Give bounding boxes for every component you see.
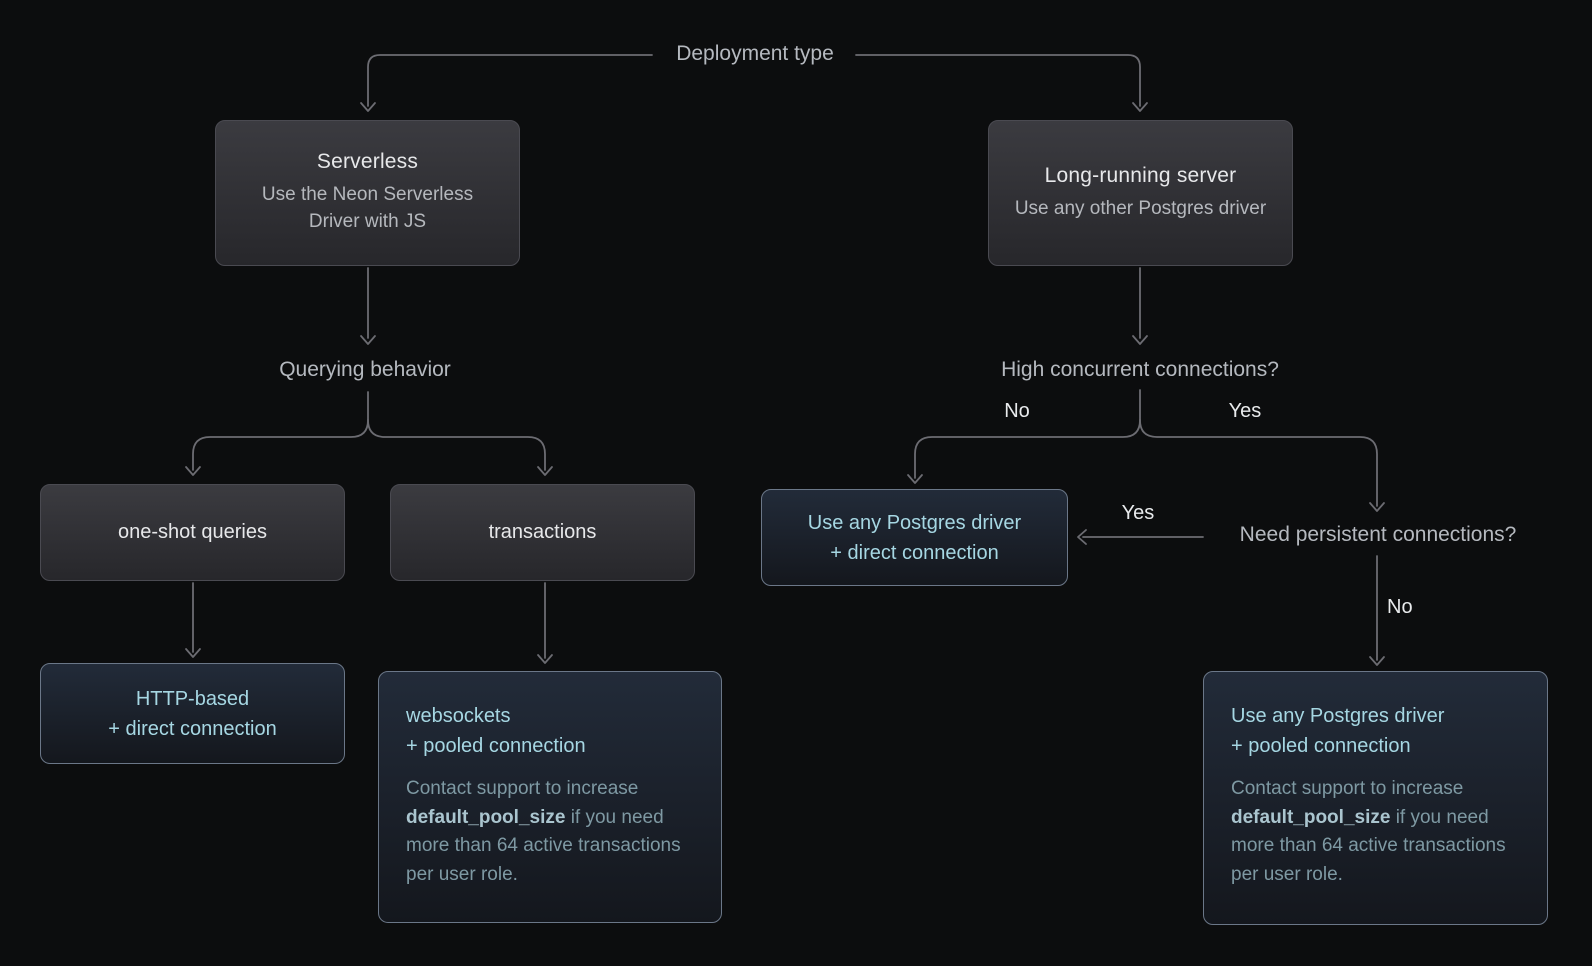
arrowhead-left-any-direct xyxy=(1077,529,1087,545)
node-transactions: transactions xyxy=(390,484,695,581)
http-direct-line2: + direct connection xyxy=(108,717,277,740)
transactions-label: transactions xyxy=(488,521,597,543)
edge-high-concurrent-yes xyxy=(1139,419,1378,507)
arrowhead-down-any-direct xyxy=(907,474,923,484)
edge-root-to-serverless xyxy=(367,54,653,107)
edge-querying-to-one-shot xyxy=(192,419,369,471)
node-any-driver-direct-connection: Use any Postgres driver + direct connect… xyxy=(761,489,1068,586)
serverless-title: Serverless xyxy=(316,150,419,174)
note-default-pool-size: default_pool_size xyxy=(1231,806,1391,828)
node-http-direct-connection: HTTP-based + direct connection xyxy=(40,663,345,764)
decision-querying-behavior: Querying behavior xyxy=(279,358,451,381)
arrowhead-down-one-shot xyxy=(185,466,201,476)
pool-size-note: Contact support to increase default_pool… xyxy=(406,775,694,889)
ws-pooled-line1: websockets xyxy=(406,705,511,727)
one-shot-queries-label: one-shot queries xyxy=(118,521,267,543)
arrowhead-down-high-concurrent xyxy=(1132,335,1148,345)
node-serverless: Serverless Use the Neon Serverless Drive… xyxy=(215,120,520,266)
node-one-shot-queries: one-shot queries xyxy=(40,484,345,581)
arrowhead-down-serverless xyxy=(360,102,376,112)
any-pooled-line2: + pooled connection xyxy=(1231,735,1411,757)
arrowhead-down-need-persistent xyxy=(1369,502,1385,512)
arrowhead-down-transactions xyxy=(537,466,553,476)
arrowhead-down-http xyxy=(185,648,201,658)
edge-label-no-high-concurrency: No xyxy=(1004,400,1030,422)
edge-high-concurrent-no xyxy=(914,419,1141,479)
decision-high-concurrent-connections: High concurrent connections? xyxy=(1001,358,1279,381)
any-pooled-line1: Use any Postgres driver xyxy=(1231,705,1445,727)
long-running-subtitle: Use any other Postgres driver xyxy=(1014,197,1267,219)
edge-label-yes-need-persistent: Yes xyxy=(1121,502,1155,524)
node-long-running-server: Long-running server Use any other Postgr… xyxy=(988,120,1293,266)
note-default-pool-size: default_pool_size xyxy=(406,806,566,828)
arrowhead-down-websockets xyxy=(537,654,553,664)
node-any-driver-pooled-connection: Use any Postgres driver + pooled connect… xyxy=(1203,671,1548,925)
pool-size-note: Contact support to increase default_pool… xyxy=(1231,775,1520,889)
root-label-deployment-type: Deployment type xyxy=(676,42,834,65)
http-direct-line1: HTTP-based xyxy=(135,687,250,710)
note-pre: Contact support to increase xyxy=(406,778,639,799)
arrowhead-down-querying xyxy=(360,335,376,345)
edge-querying-to-transactions xyxy=(367,419,546,471)
long-running-title: Long-running server xyxy=(1044,163,1237,187)
decision-need-persistent-connections: Need persistent connections? xyxy=(1239,523,1517,546)
arrowhead-down-long-running xyxy=(1132,102,1148,112)
any-direct-line2: + direct connection xyxy=(830,541,999,564)
edge-root-to-long-running xyxy=(855,54,1141,107)
ws-pooled-line2: + pooled connection xyxy=(406,735,586,757)
node-websockets-pooled-connection: websockets + pooled connection Contact s… xyxy=(378,671,722,923)
serverless-subtitle: Use the Neon Serverless Driver with JS xyxy=(261,184,474,232)
note-post: if you need more than 64 active transact… xyxy=(1231,806,1506,885)
note-pre: Contact support to increase xyxy=(1231,778,1464,799)
edge-label-no-need-persistent: No xyxy=(1387,596,1413,618)
note-post: if you need more than 64 active transact… xyxy=(406,806,681,885)
arrowhead-down-any-pooled xyxy=(1369,656,1385,666)
any-direct-line1: Use any Postgres driver xyxy=(807,511,1022,534)
edge-label-yes-high-concurrency: Yes xyxy=(1228,400,1262,422)
